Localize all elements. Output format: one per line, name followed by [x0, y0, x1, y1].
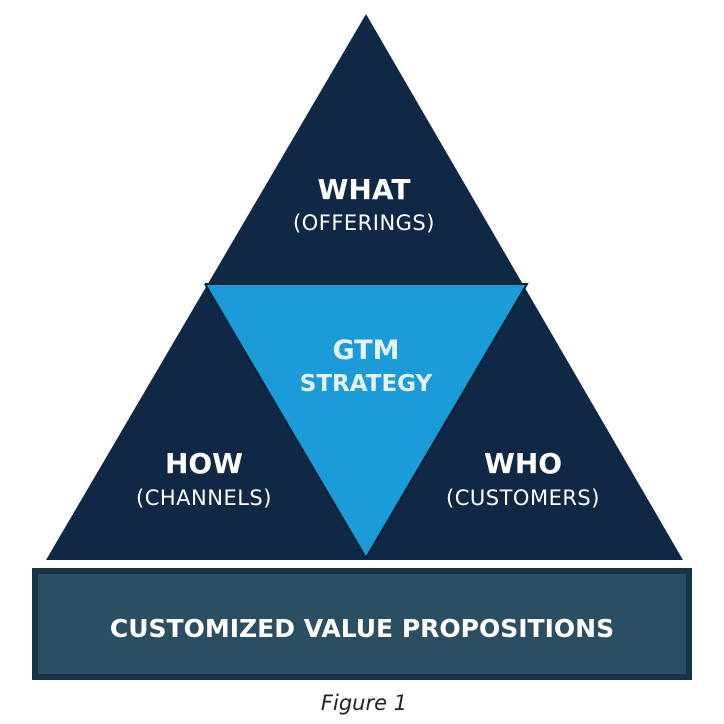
right-section-subtitle: (CUSTOMERS)	[446, 486, 600, 510]
figure-caption: Figure 1	[321, 691, 407, 715]
base-bar-label: CUSTOMIZED VALUE PROPOSITIONS	[110, 614, 614, 643]
center-triangle-outline	[204, 283, 529, 560]
top-section-subtitle: (OFFERINGS)	[293, 211, 435, 235]
top-section-title: WHAT	[318, 173, 411, 206]
left-section-title: HOW	[165, 447, 243, 480]
center-triangle	[205, 284, 527, 558]
right-section-title: WHO	[484, 447, 562, 480]
center-section-title: GTM	[333, 335, 400, 366]
left-section-subtitle: (CHANNELS)	[136, 486, 272, 510]
center-section-subtitle: STRATEGY	[300, 371, 433, 397]
base-bar	[38, 574, 686, 674]
